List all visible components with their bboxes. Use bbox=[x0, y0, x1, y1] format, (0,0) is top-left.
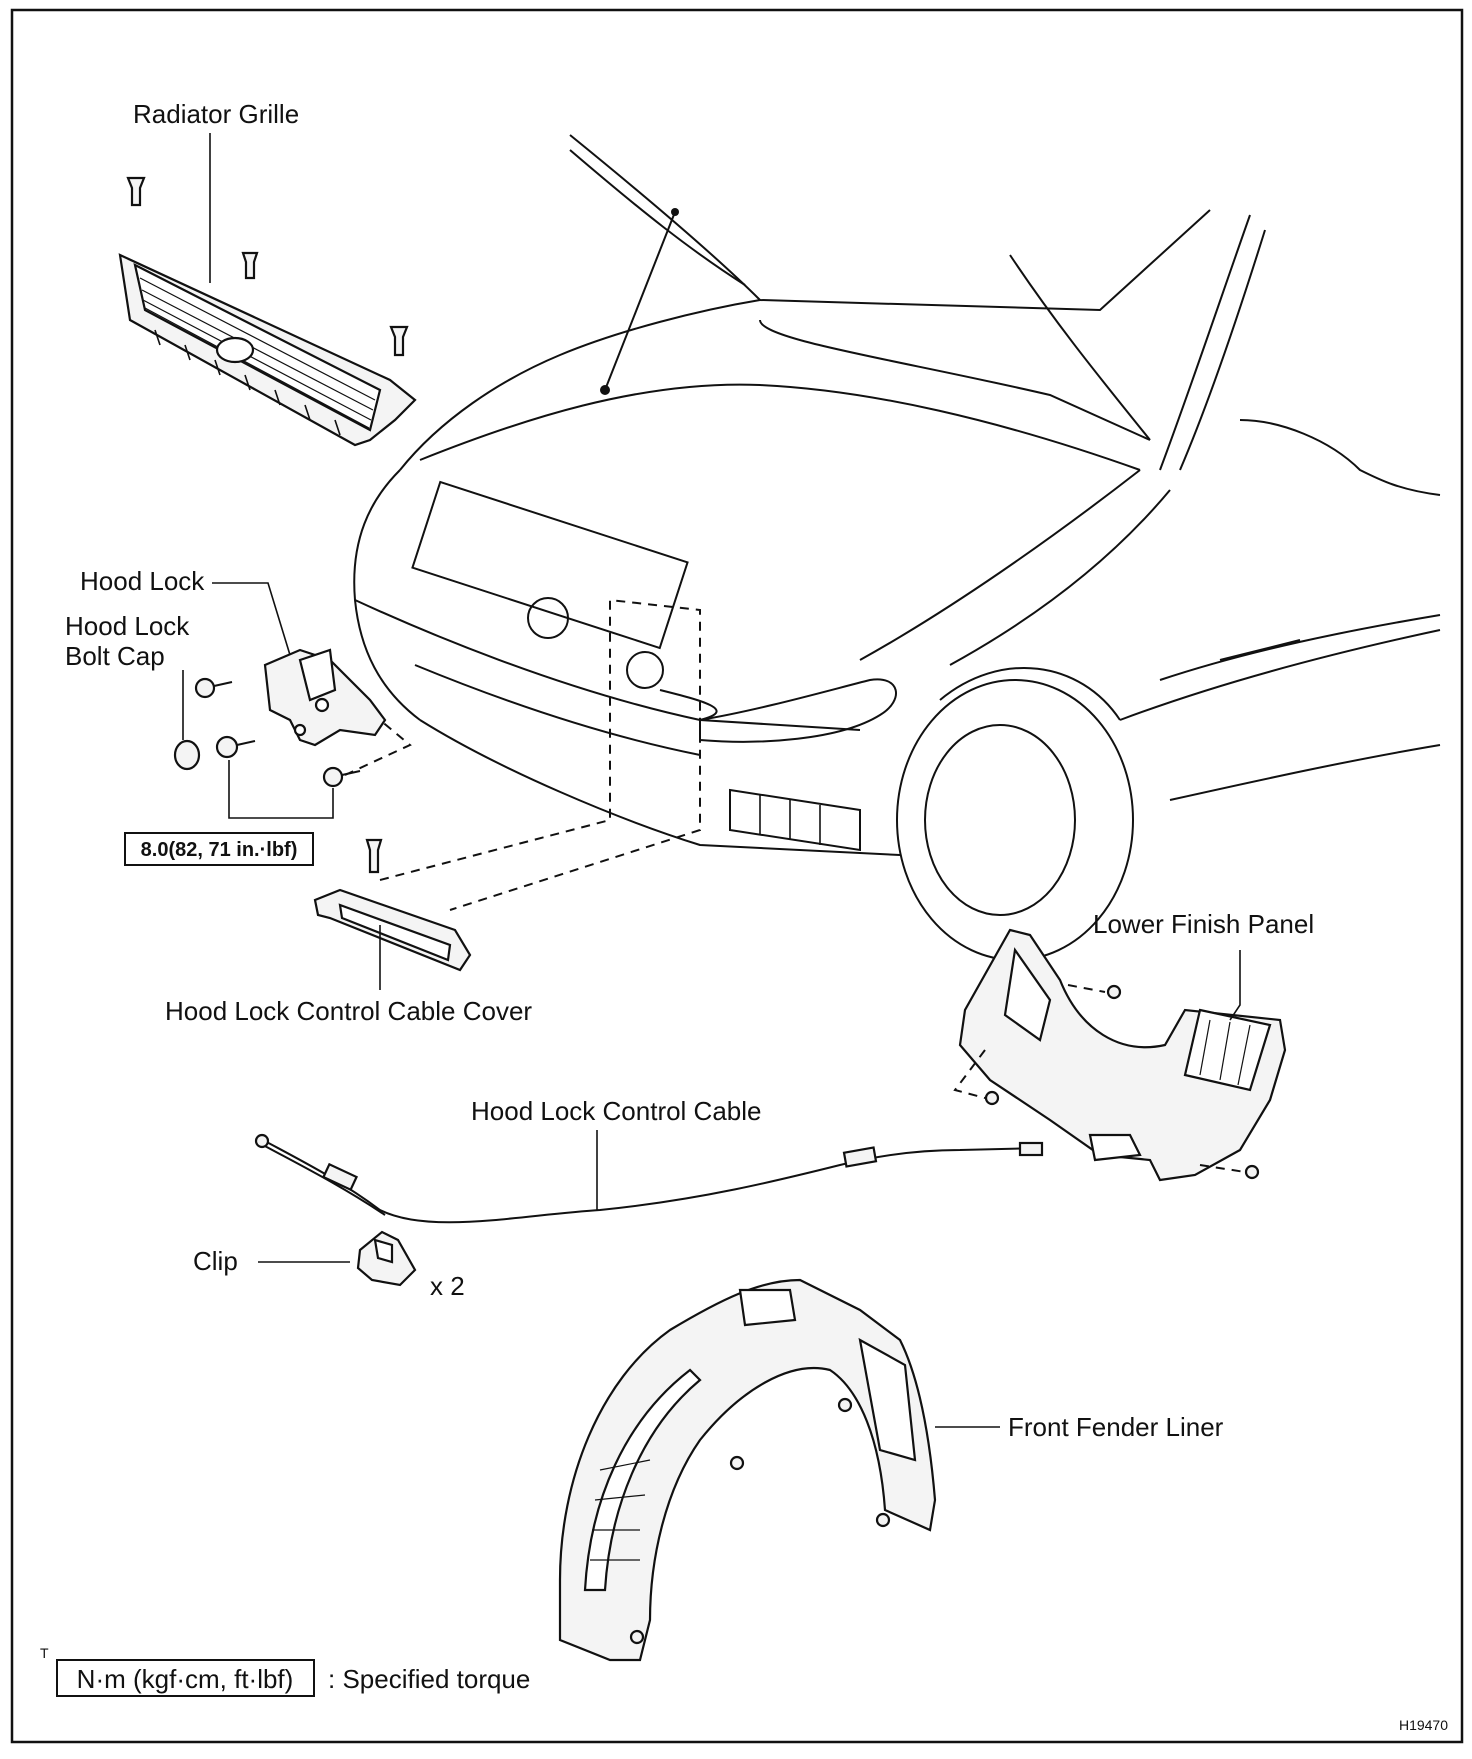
hood-lock-control-cable-cover-part bbox=[313, 838, 472, 972]
figure-id: H19470 bbox=[1399, 1717, 1448, 1733]
torque-bracket bbox=[228, 760, 334, 819]
diagram-frame bbox=[10, 8, 1464, 1744]
hood-lock-bolt-icon bbox=[194, 677, 361, 788]
radiator-grille-part bbox=[118, 253, 417, 447]
cable-cover-dashline bbox=[379, 598, 701, 911]
cable-clip-part bbox=[356, 1230, 417, 1287]
torque-legend-unit: N·m (kgf·cm, ft·lbf) bbox=[77, 1664, 294, 1694]
hood-lock-leader bbox=[212, 582, 291, 656]
hood-lock-bolt-dashline bbox=[344, 719, 412, 776]
lower-finish-panel-leader bbox=[1229, 950, 1241, 1021]
hood-lock-control-cable-cover-label: Hood Lock Control Cable Cover bbox=[165, 996, 532, 1026]
torque-legend-box bbox=[56, 1659, 315, 1697]
hood-lock-part bbox=[263, 648, 387, 747]
hood-lock-control-cable-label: Hood Lock Control Cable bbox=[471, 1096, 762, 1126]
hood-lock-control-cable-part bbox=[254, 1133, 1044, 1224]
hood-lock-label: Hood Lock bbox=[80, 566, 205, 596]
torque-box bbox=[124, 832, 314, 866]
torque-value: 8.0(82, 71 in.·lbf) bbox=[141, 839, 298, 861]
torque-legend-marker: T bbox=[40, 1645, 49, 1661]
finish-panel-dashline bbox=[953, 984, 1246, 1173]
front-fender-liner-label: Front Fender Liner bbox=[1008, 1412, 1224, 1442]
bolt-cap-icon bbox=[173, 739, 201, 771]
clip-label: Clip bbox=[193, 1246, 238, 1276]
lower-finish-panel-part bbox=[958, 928, 1287, 1182]
hood-lock-bolt-cap-label-line2: Bolt Cap bbox=[65, 641, 165, 671]
grille-clip-icon bbox=[126, 176, 409, 357]
torque-legend-description: : Specified torque bbox=[328, 1664, 530, 1694]
hood-lock-bolt-cap-label-line1: Hood Lock bbox=[65, 611, 190, 641]
clip-quantity: x 2 bbox=[430, 1271, 465, 1301]
car-body-illustration bbox=[353, 134, 1441, 961]
lower-finish-panel-label: Lower Finish Panel bbox=[1093, 909, 1314, 939]
front-fender-liner-part bbox=[558, 1278, 937, 1662]
radiator-grille-label: Radiator Grille bbox=[133, 99, 299, 129]
